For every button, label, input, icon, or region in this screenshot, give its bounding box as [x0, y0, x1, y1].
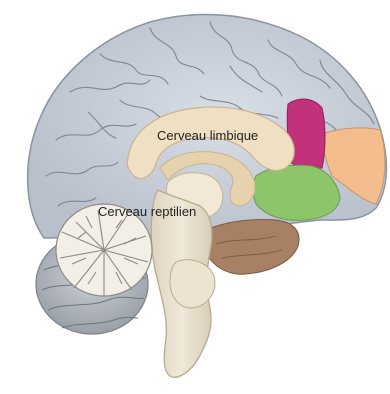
brown-region [205, 219, 300, 274]
label-reptilian-brain: Cerveau reptilien [98, 204, 196, 219]
green-region [253, 165, 340, 220]
pons [170, 260, 215, 308]
label-limbic-brain: Cerveau limbique [157, 128, 258, 143]
